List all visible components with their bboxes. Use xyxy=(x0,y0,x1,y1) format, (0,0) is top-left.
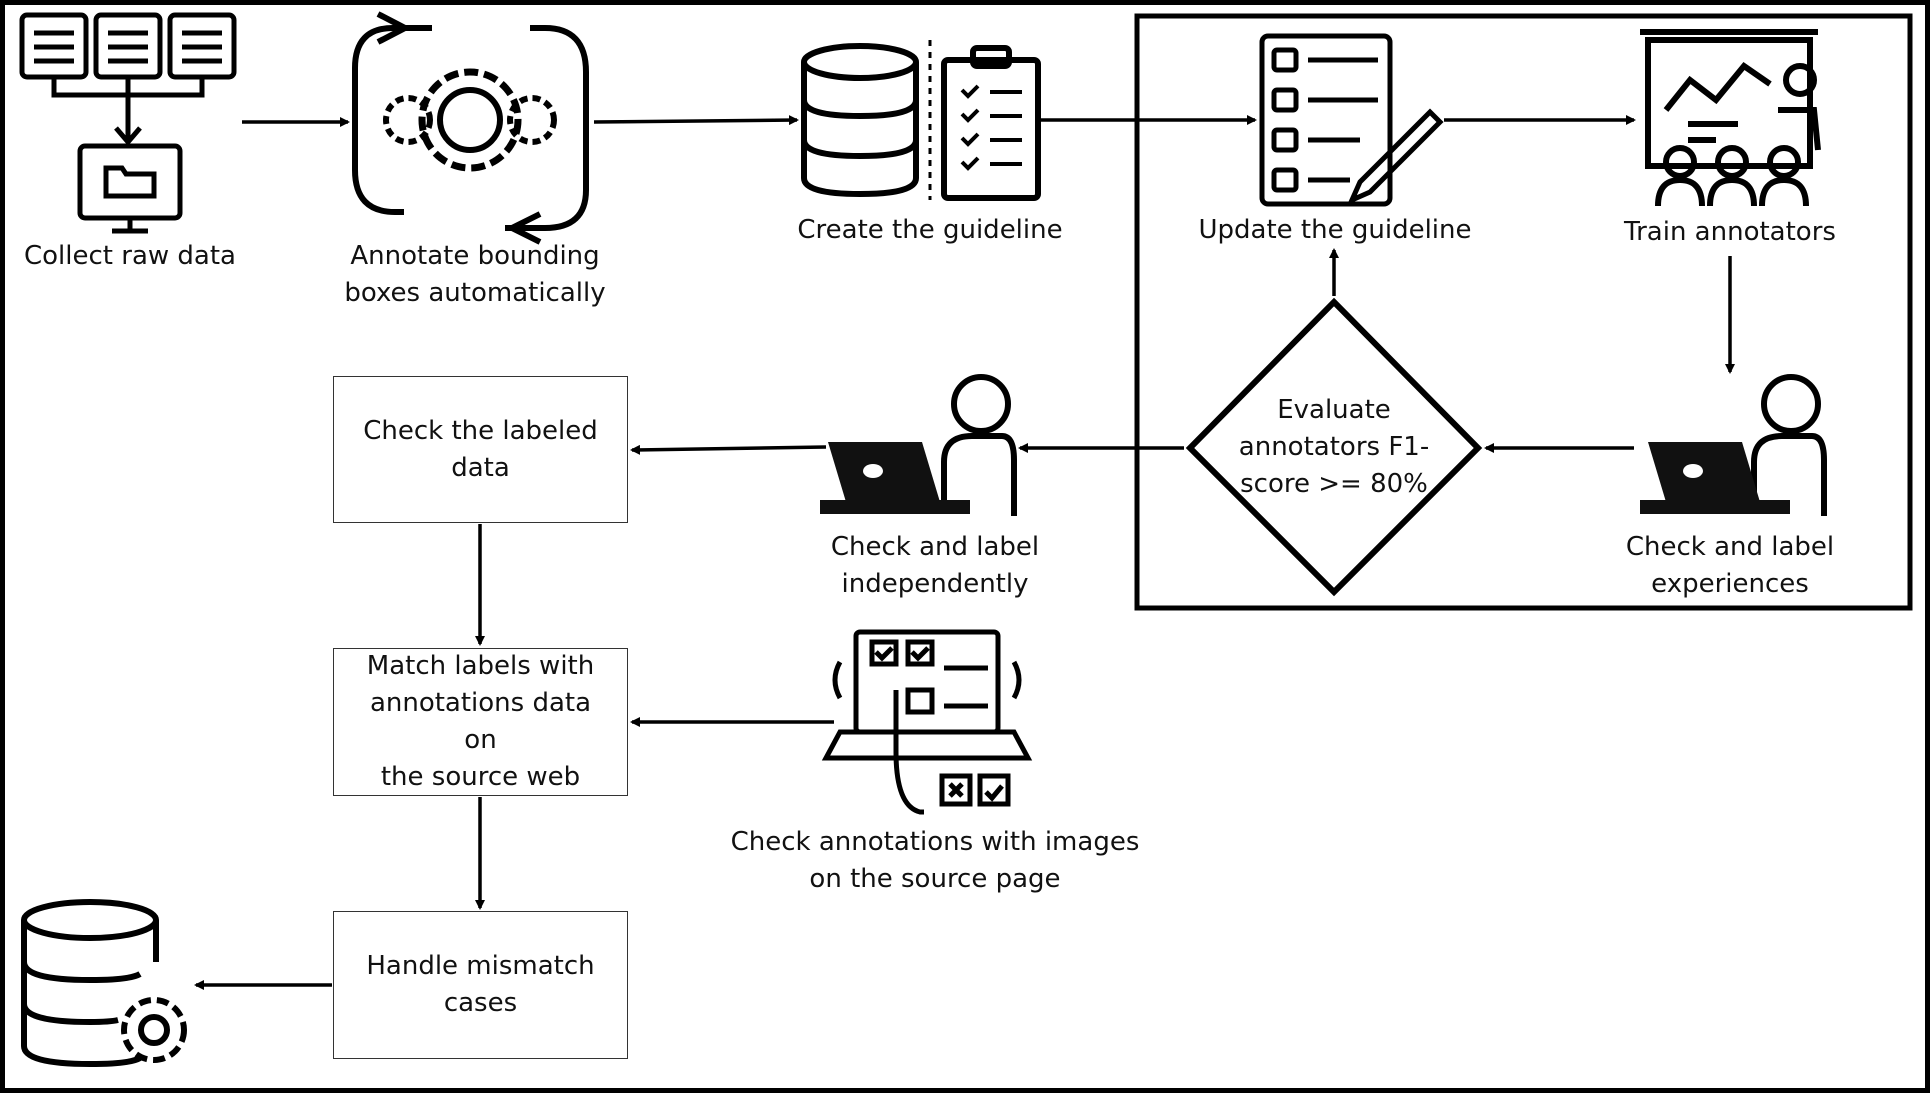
independent-line-2: independently xyxy=(841,569,1029,599)
collect-label: Collect raw data xyxy=(0,238,260,275)
arrow-independent-to-check-labeled xyxy=(630,444,827,455)
person-laptop-icon xyxy=(820,374,1017,516)
checklist-pencil-icon xyxy=(1259,33,1444,207)
experience-line-1: Check and label xyxy=(1625,532,1835,562)
check-labeled-box: Check the labeled data xyxy=(333,376,628,523)
match-line-2: annotations data on xyxy=(369,688,592,755)
update-label: Update the guideline xyxy=(1180,212,1490,249)
handle-line-2: cases xyxy=(443,988,518,1018)
train-text: Train annotators xyxy=(1624,217,1836,247)
automation-gears-icon xyxy=(352,11,589,245)
collect-text: Collect raw data xyxy=(24,241,236,271)
person-laptop-icon xyxy=(1640,374,1827,516)
create-text: Create the guideline xyxy=(797,215,1063,245)
source-line-2: on the source page xyxy=(809,864,1061,894)
annotate-line-1: Annotate bounding xyxy=(350,241,600,271)
check-labeled-line-2: data xyxy=(451,452,510,483)
handle-line-1: Handle mismatch xyxy=(366,951,595,981)
match-line-1: Match labels with xyxy=(366,651,595,681)
arrow-annotate-to-create xyxy=(593,115,799,126)
independent-line-1: Check and label xyxy=(830,532,1040,562)
annotate-label: Annotate bounding boxes automatically xyxy=(320,238,630,312)
handle-mismatch-box: Handle mismatch cases xyxy=(333,911,628,1059)
raw-data-collection-icon xyxy=(19,12,237,234)
evaluate-line-2: annotators F1- xyxy=(1238,432,1430,462)
evaluate-line-3: score >= 80% xyxy=(1240,469,1428,499)
evaluate-label: Evaluate annotators F1- score >= 80% xyxy=(1224,392,1444,503)
training-presentation-icon xyxy=(1640,29,1821,207)
create-label: Create the guideline xyxy=(770,212,1090,249)
independent-label: Check and label independently xyxy=(800,529,1070,603)
update-text: Update the guideline xyxy=(1198,215,1472,245)
experience-label: Check and label experiences xyxy=(1590,529,1870,603)
match-line-3: the source web xyxy=(380,762,581,792)
evaluate-decision-diamond xyxy=(1185,297,1483,597)
database-gear-icon xyxy=(21,899,187,1068)
source-label: Check annotations with images on the sou… xyxy=(720,824,1150,898)
experience-line-2: experiences xyxy=(1651,569,1809,599)
annotate-line-2: boxes automatically xyxy=(344,278,606,308)
training-loop-group xyxy=(1134,13,1913,611)
database-checklist-icon xyxy=(801,40,1041,201)
check-labeled-line-1: Check the labeled xyxy=(363,415,598,446)
source-line-1: Check annotations with images xyxy=(730,827,1140,857)
match-labels-box: Match labels with annotations data on th… xyxy=(333,648,628,796)
laptop-checklist-touch-icon xyxy=(821,629,1033,815)
evaluate-line-1: Evaluate xyxy=(1277,395,1391,425)
train-label: Train annotators xyxy=(1590,214,1870,251)
